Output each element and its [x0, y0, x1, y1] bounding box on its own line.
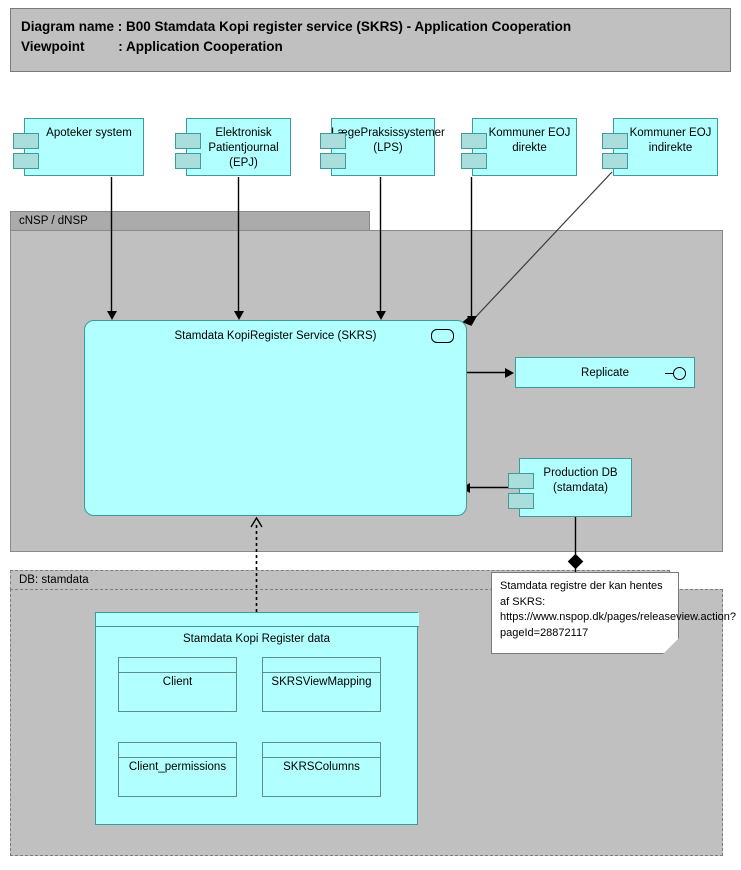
entity-header-bar: [263, 743, 380, 758]
diagram-note: Stamdata registre der kan hentes af SKRS…: [491, 572, 736, 654]
arrow-kommuner-direkte-to-skrs: [467, 316, 477, 325]
component-label: Kommuner EOJ indirekte: [629, 127, 712, 154]
component-tab-icon: [508, 473, 534, 489]
component-tab-icon: [320, 133, 346, 149]
component-label: Elektronisk Patientjournal (EPJ): [208, 127, 279, 169]
arrow-apoteker-to-skrs: [107, 311, 117, 320]
entity-header-bar: [263, 658, 380, 673]
entity-label: SKRSColumns: [283, 761, 360, 773]
provided-interface-lollipop-icon: [665, 367, 686, 380]
group-tab-nsp: cNSP / dNSP: [10, 211, 370, 231]
entity-label: Client: [162, 676, 193, 688]
arrow-lps-to-skrs: [376, 311, 386, 320]
package-header-bar: [96, 613, 419, 627]
component-tab-icon: [602, 133, 628, 149]
component-kommuner-eoj-indirekte[interactable]: Kommuner EOJ indirekte: [602, 118, 718, 176]
application-service-oval-icon: [431, 329, 454, 343]
entity-skrscolumns[interactable]: SKRSColumns: [262, 742, 381, 797]
component-kommuner-eoj-direkte[interactable]: Kommuner EOJ direkte: [461, 118, 577, 176]
component-label: Production DB (stamdata): [543, 467, 618, 494]
component-label: LægePraksissystemer (LPS): [331, 127, 445, 154]
component-tab-icon: [508, 493, 534, 509]
entity-label: Client_permissions: [128, 761, 227, 773]
package-title: Stamdata Kopi Register data: [182, 633, 331, 645]
component-elektronisk-patientjournal[interactable]: Elektronisk Patientjournal (EPJ): [175, 118, 291, 176]
diagram-title-box: Diagram name : B00 Stamdata Kopi registe…: [10, 8, 731, 72]
service-label: Stamdata KopiRegister Service (SKRS): [174, 330, 377, 342]
entity-client-permissions[interactable]: Client_permissions: [118, 742, 237, 797]
component-tab-icon: [175, 133, 201, 149]
viewpoint-line: Viewpoint : Application Cooperation: [21, 39, 283, 54]
component-label: Kommuner EOJ direkte: [488, 127, 571, 154]
component-apoteker-system[interactable]: Apoteker system: [13, 118, 144, 176]
entity-header-bar: [119, 658, 236, 673]
component-tab-icon: [13, 153, 39, 169]
application-service-replicate[interactable]: Replicate: [515, 357, 695, 388]
arrow-epj-to-skrs: [234, 311, 244, 320]
component-tab-icon: [461, 153, 487, 169]
component-label: Apoteker system: [46, 127, 132, 139]
component-production-db[interactable]: Production DB (stamdata): [508, 458, 632, 517]
arrow-skrs-to-replicate: [505, 368, 514, 378]
component-tab-icon: [13, 133, 39, 149]
entity-client[interactable]: Client: [118, 657, 237, 712]
component-tab-icon: [320, 153, 346, 169]
component-tab-icon: [461, 133, 487, 149]
replicate-label: Replicate: [581, 366, 629, 379]
application-service-skrs[interactable]: Stamdata KopiRegister Service (SKRS): [84, 320, 467, 516]
component-tab-icon: [175, 153, 201, 169]
composition-diamond-note: [567, 553, 584, 570]
component-laegepraksissystemer[interactable]: LægePraksissystemer (LPS): [320, 118, 445, 176]
component-tab-icon: [602, 153, 628, 169]
entity-skrsviewmapping[interactable]: SKRSViewMapping: [262, 657, 381, 712]
note-text: Stamdata registre der kan hentes af SKRS…: [500, 580, 737, 639]
diagram-name-line: Diagram name : B00 Stamdata Kopi registe…: [21, 19, 572, 34]
note-fold-corner: [663, 638, 679, 654]
entity-header-bar: [119, 743, 236, 758]
entity-label: SKRSViewMapping: [271, 676, 372, 688]
